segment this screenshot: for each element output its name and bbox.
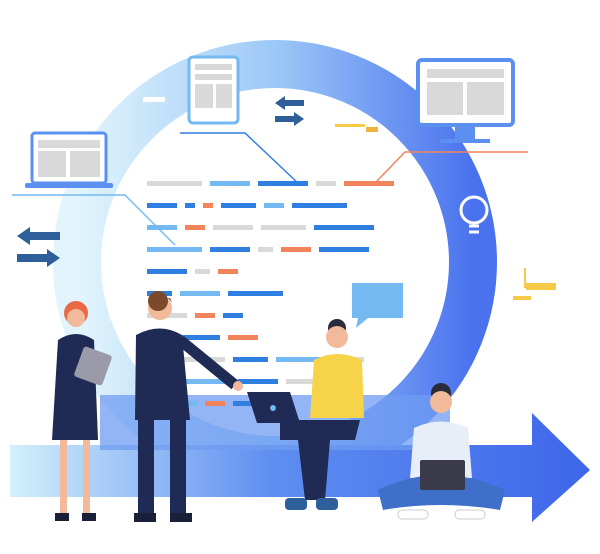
code-line-segment [228, 291, 283, 296]
code-line-segment [147, 247, 202, 252]
code-line-segment [147, 225, 177, 230]
code-line-segment [180, 291, 220, 296]
code-line-segment [316, 181, 336, 186]
code-line-segment [205, 357, 225, 362]
code-line-segment [180, 335, 220, 340]
code-line-segment [281, 247, 311, 252]
code-line-segment [286, 379, 316, 384]
person-woman-with-tablet [52, 301, 112, 521]
code-line-segment [264, 203, 284, 208]
code-line-segment [223, 313, 243, 318]
code-line-segment [147, 181, 202, 186]
code-line-segment [258, 181, 308, 186]
code-line-segment [319, 247, 369, 252]
swap-arrows-icon [17, 227, 60, 267]
code-line-segment [210, 247, 250, 252]
code-line-segment [185, 225, 205, 230]
swap-arrows-icon [275, 96, 304, 126]
code-line-segment [205, 401, 225, 406]
code-line-segment [314, 225, 374, 230]
code-line-segment [344, 181, 394, 186]
code-line-segment [213, 225, 253, 230]
code-line-segment [258, 247, 273, 252]
code-line-segment [218, 269, 238, 274]
code-line-segment [210, 181, 250, 186]
connector-line [180, 132, 301, 186]
person-man-sitting-cross-legged [378, 383, 505, 520]
tablet-icon [187, 55, 240, 125]
lightbulb-icon [459, 195, 489, 234]
code-line-segment [261, 225, 306, 230]
connector-line [374, 151, 528, 184]
code-line-segment [185, 203, 195, 208]
code-line-segment [233, 357, 268, 362]
code-line-segment [195, 313, 215, 318]
code-line-segment [147, 269, 187, 274]
laptop-icon [25, 131, 113, 188]
monitor-icon [416, 58, 515, 143]
yellow-mark-decoration [335, 124, 556, 300]
connector-line [124, 194, 176, 246]
person-man-with-laptop [247, 319, 364, 510]
code-line-segment [238, 379, 278, 384]
code-line-segment [292, 203, 347, 208]
speech-bubble-icon [352, 283, 403, 328]
dash-decoration [143, 97, 165, 102]
code-line-segment [276, 357, 326, 362]
code-line-segment [203, 203, 213, 208]
code-line-segment [221, 203, 256, 208]
person-man-standing [134, 291, 243, 522]
code-line-segment [147, 203, 177, 208]
code-line-segment [185, 379, 230, 384]
code-line-segment [195, 269, 210, 274]
code-line-segment [228, 335, 258, 340]
